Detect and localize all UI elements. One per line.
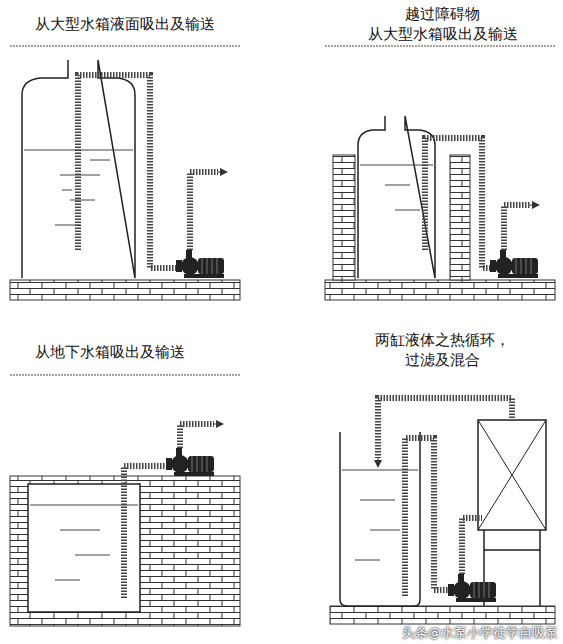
panel-title: 越过障碍物 从大型水箱吸出及输送 [340, 4, 545, 45]
watermark: 头条@水泵小学徒学自吸泵 [360, 624, 558, 642]
panel-title: 从大型水箱液面吸出及输送 [10, 14, 240, 34]
panel-title: 从地下水箱吸出及输送 [10, 342, 210, 362]
panel-title: 两缸液体之热循环， 过滤及混合 [340, 330, 545, 371]
